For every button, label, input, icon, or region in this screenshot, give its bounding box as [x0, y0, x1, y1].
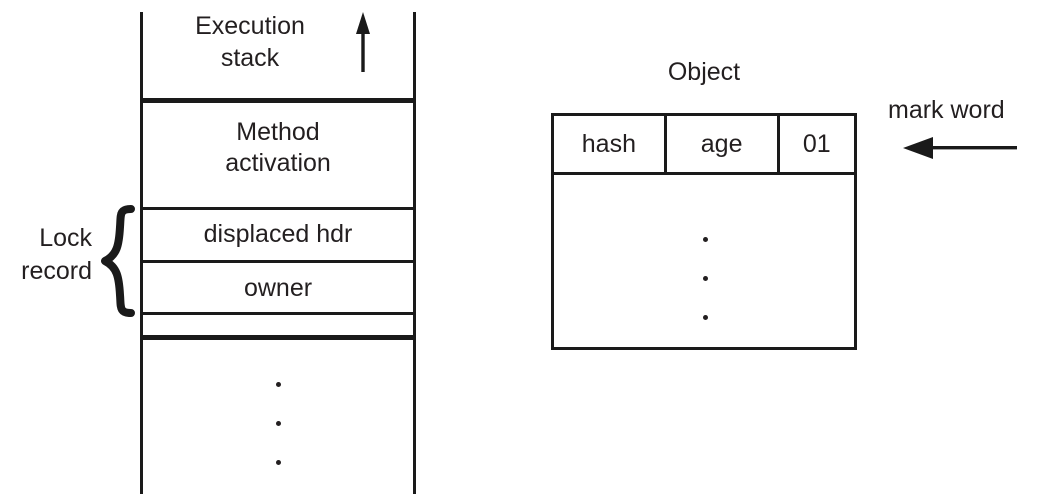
lock-record-label: Lock record	[0, 222, 92, 288]
object-cell-age: age	[663, 116, 777, 172]
stack-left-rail	[140, 12, 143, 494]
stack-row-method-activation-line2: activation	[225, 149, 331, 177]
stack-divider-displaced	[140, 260, 416, 263]
object-body	[551, 172, 857, 350]
stack-row-owner-label: owner	[243, 274, 313, 302]
execution-stack-label: Execution stack	[150, 10, 350, 74]
object-box: hash age 01	[551, 113, 857, 350]
stack-divider-top	[140, 98, 416, 103]
stack-row-displaced-hdr: displaced hdr	[140, 219, 416, 250]
stack-divider-owner	[140, 312, 416, 315]
stack-row-method-activation: Method activation	[140, 117, 416, 179]
execution-stack-frame: Method activation displaced hdr owner	[140, 12, 416, 494]
object-cell-lock-bits: 01	[776, 116, 854, 172]
object-title: Object	[667, 58, 741, 86]
stack-divider-bottom	[140, 335, 416, 340]
vertical-ellipsis-icon	[273, 382, 283, 465]
stack-row-displaced-hdr-label: displaced hdr	[203, 220, 353, 248]
execution-stack-label-line2: stack	[220, 44, 280, 72]
object-mark-word-row: hash age 01	[551, 113, 857, 175]
mark-word-label: mark word	[888, 96, 1005, 124]
execution-stack-label-line1: Execution	[195, 12, 305, 40]
arrow-up-icon	[356, 12, 370, 72]
vertical-ellipsis-icon	[700, 237, 710, 320]
stack-divider-method	[140, 207, 416, 210]
stack-right-rail	[413, 12, 416, 494]
lock-record-label-line1: Lock	[39, 224, 92, 252]
left-curly-brace-icon	[101, 205, 135, 317]
lock-record-label-line2: record	[21, 257, 92, 285]
object-cell-hash: hash	[581, 129, 636, 158]
stack-row-method-activation-line1: Method	[236, 118, 320, 146]
arrow-left-icon	[903, 137, 1017, 159]
stack-row-owner: owner	[140, 273, 416, 304]
